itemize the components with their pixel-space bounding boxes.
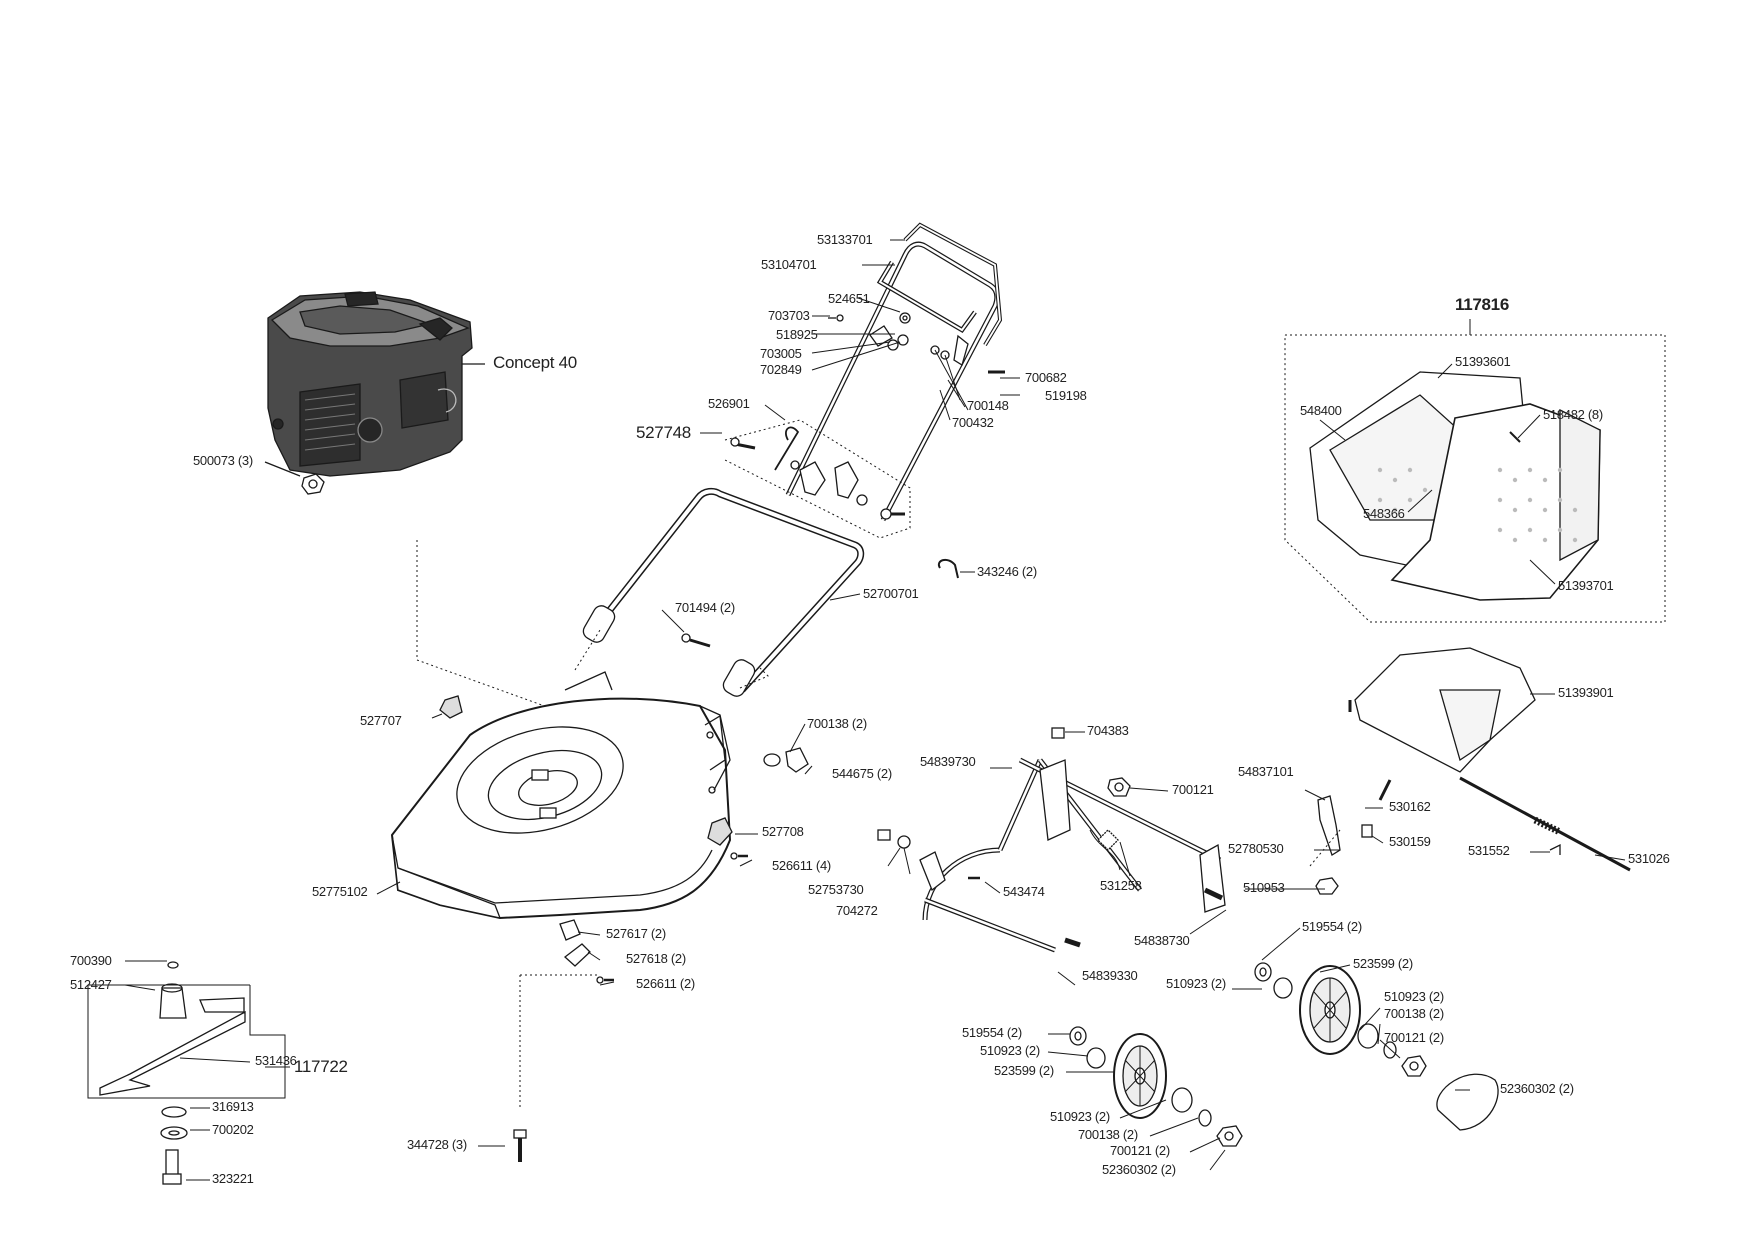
label-700138-a: 700138 (2) (807, 716, 867, 731)
label-527708: 527708 (762, 824, 804, 839)
label-700121-c: 700121 (2) (1110, 1143, 1170, 1158)
upper-handle (785, 222, 1003, 522)
label-510953: 510953 (1243, 880, 1285, 895)
label-523599-b: 523599 (2) (994, 1063, 1054, 1078)
wheel-right (1299, 965, 1361, 1055)
label-701494: 701494 (2) (675, 600, 735, 615)
label-527618: 527618 (2) (626, 951, 686, 966)
label-700390: 700390 (70, 953, 112, 968)
label-52753730: 52753730 (808, 882, 864, 897)
label-544675: 544675 (2) (832, 766, 892, 781)
label-52700701: 52700701 (863, 586, 919, 601)
label-54837101: 54837101 (1238, 764, 1294, 779)
label-519554-a: 519554 (2) (1302, 919, 1362, 934)
label-117816: 117816 (1455, 295, 1509, 314)
label-52360302-b: 52360302 (2) (1102, 1162, 1176, 1177)
label-54839330: 54839330 (1082, 968, 1138, 983)
label-700432: 700432 (952, 415, 994, 430)
label-543474: 543474 (1003, 884, 1045, 899)
mower-deck (390, 671, 732, 920)
label-526611-b: 526611 (2) (636, 976, 695, 991)
label-519554-b: 519554 (2) (962, 1025, 1022, 1040)
label-526901: 526901 (708, 396, 750, 411)
label-51393701: 51393701 (1558, 578, 1614, 593)
label-524651: 524651 (828, 291, 870, 306)
label-316913: 316913 (212, 1099, 254, 1114)
wheel-left (1113, 1033, 1167, 1119)
label-117722: 117722 (294, 1057, 348, 1076)
wheel-frame (919, 757, 1226, 953)
label-344728: 344728 (3) (407, 1137, 467, 1152)
label-531552: 531552 (1468, 843, 1510, 858)
label-527748: 527748 (636, 423, 691, 442)
label-53104701: 53104701 (761, 257, 817, 272)
label-527617: 527617 (2) (606, 926, 666, 941)
label-52360302-a: 52360302 (2) (1500, 1081, 1574, 1096)
label-700202: 700202 (212, 1122, 254, 1137)
label-548400: 548400 (1300, 403, 1342, 418)
label-526611-a: 526611 (4) (772, 858, 831, 873)
label-510923-d: 510923 (2) (1050, 1109, 1110, 1124)
label-518482: 518482 (8) (1543, 407, 1603, 422)
label-54838730: 54838730 (1134, 933, 1190, 948)
engine-concept40 (267, 291, 473, 477)
label-500073: 500073 (3) (193, 453, 253, 468)
label-concept40: Concept 40 (493, 353, 577, 372)
label-343246: 343246 (2) (977, 564, 1037, 579)
label-51393901: 51393901 (1558, 685, 1614, 700)
label-54839730: 54839730 (920, 754, 976, 769)
label-531026: 531026 (1628, 851, 1670, 866)
label-700121-b: 700121 (2) (1384, 1030, 1444, 1045)
label-704383: 704383 (1087, 723, 1129, 738)
label-548366: 548366 (1363, 506, 1405, 521)
label-518925: 518925 (776, 327, 818, 342)
label-700138-b: 700138 (2) (1384, 1006, 1444, 1021)
label-703703: 703703 (768, 308, 810, 323)
label-323221: 323221 (212, 1171, 254, 1186)
grass-box (1309, 371, 1601, 601)
label-531436: 531436 (255, 1053, 297, 1068)
label-530162: 530162 (1389, 799, 1431, 814)
label-512427: 512427 (70, 977, 112, 992)
label-704272: 704272 (836, 903, 878, 918)
label-51393601: 51393601 (1455, 354, 1511, 369)
label-700148: 700148 (967, 398, 1009, 413)
label-700138-c: 700138 (2) (1078, 1127, 1138, 1142)
label-510923-a: 510923 (2) (1166, 976, 1226, 991)
label-52780530: 52780530 (1228, 841, 1284, 856)
label-531258: 531258 (1100, 878, 1142, 893)
label-703005: 703005 (760, 346, 802, 361)
label-523599-a: 523599 (2) (1353, 956, 1413, 971)
label-530159: 530159 (1389, 834, 1431, 849)
label-53133701: 53133701 (817, 232, 873, 247)
label-700682: 700682 (1025, 370, 1067, 385)
label-700121-a: 700121 (1172, 782, 1214, 797)
label-519198: 519198 (1045, 388, 1087, 403)
label-527707: 527707 (360, 713, 402, 728)
lower-handle (582, 487, 865, 697)
label-510923-c: 510923 (2) (980, 1043, 1040, 1058)
label-510923-b: 510923 (2) (1384, 989, 1444, 1004)
label-702849: 702849 (760, 362, 802, 377)
label-52775102: 52775102 (312, 884, 368, 899)
